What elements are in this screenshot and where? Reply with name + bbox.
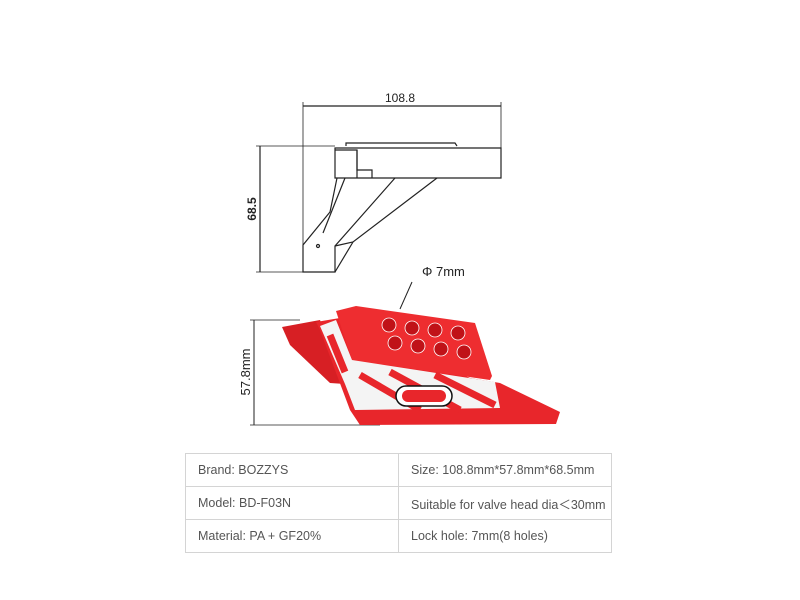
spec-model: Model: BD-F03N bbox=[185, 486, 399, 520]
spec-lock-hole: Lock hole: 7mm(8 holes) bbox=[398, 519, 612, 553]
spec-brand: Brand: BOZZYS bbox=[185, 453, 399, 487]
width-dimension-label: 108.8 bbox=[385, 91, 415, 105]
spec-material: Material: PA + GF20% bbox=[185, 519, 399, 553]
table-row: Model: BD-F03N Suitable for valve head d… bbox=[185, 486, 612, 520]
hole-diameter-label: Φ 7mm bbox=[422, 264, 465, 279]
table-row: Material: PA + GF20% Lock hole: 7mm(8 ho… bbox=[185, 519, 612, 553]
product-photo bbox=[250, 306, 560, 426]
table-row: Brand: BOZZYS Size: 108.8mm*57.8mm*68.5m… bbox=[185, 453, 612, 487]
spec-table: Brand: BOZZYS Size: 108.8mm*57.8mm*68.5m… bbox=[185, 453, 612, 553]
spec-size: Size: 108.8mm*57.8mm*68.5mm bbox=[398, 453, 612, 487]
hole-leader-line bbox=[399, 281, 413, 310]
height-dimension-label: 68.5 bbox=[245, 197, 259, 221]
side-view-drawing bbox=[256, 102, 502, 273]
spec-suitable: Suitable for valve head dia＜30mm bbox=[398, 486, 612, 520]
product-height-label: 57.8mm bbox=[238, 349, 253, 396]
